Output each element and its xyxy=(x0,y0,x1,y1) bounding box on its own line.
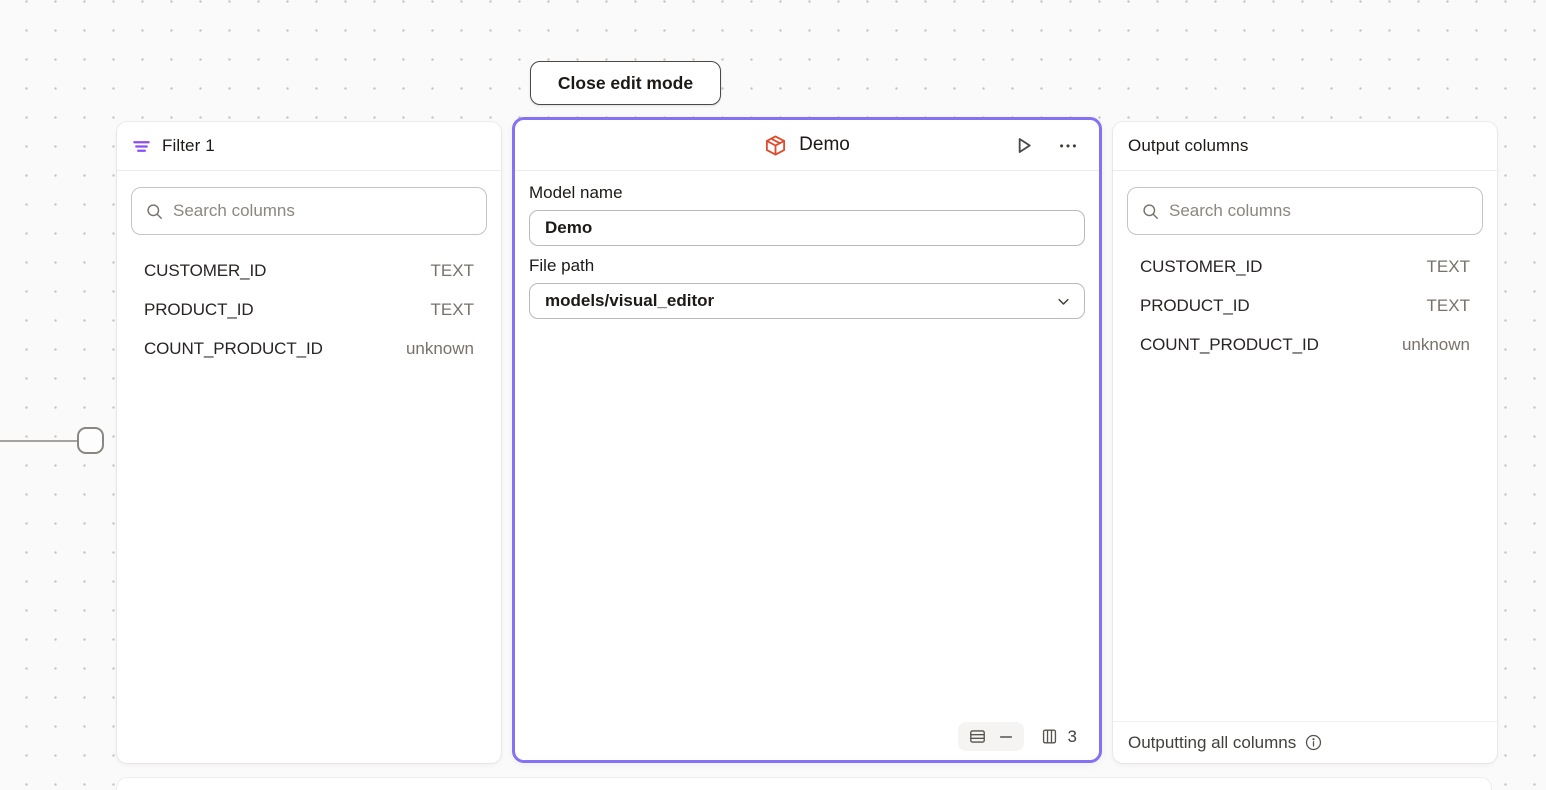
filter-icon xyxy=(132,137,151,156)
column-name: PRODUCT_ID xyxy=(1140,295,1250,315)
output-panel-title: Output columns xyxy=(1128,136,1249,155)
column-type: TEXT xyxy=(430,299,474,319)
partial-bottom-panel[interactable] xyxy=(117,778,1491,790)
output-search-input[interactable] xyxy=(1169,201,1469,221)
run-model-button[interactable] xyxy=(1010,132,1037,159)
column-name: COUNT_PRODUCT_ID xyxy=(1140,334,1319,354)
minus-icon xyxy=(999,735,1012,738)
column-count-indicator[interactable]: 3 xyxy=(1040,727,1077,747)
search-icon xyxy=(1141,202,1160,221)
play-icon xyxy=(1018,137,1031,153)
filter-column-list: CUSTOMER_ID TEXT PRODUCT_ID TEXT COUNT_P… xyxy=(117,251,501,368)
model-panel-header[interactable]: Demo xyxy=(515,120,1099,171)
column-type: unknown xyxy=(1401,334,1470,354)
filter-search-box[interactable] xyxy=(131,187,487,235)
output-footer: Outputting all columns xyxy=(1113,721,1497,763)
filter-panel-header[interactable]: Filter 1 xyxy=(117,122,501,171)
model-node-panel[interactable]: Demo Model name File path models/vi xyxy=(512,117,1102,763)
file-path-select[interactable]: models/visual_editor xyxy=(529,283,1085,319)
column-type: TEXT xyxy=(1426,295,1470,315)
column-name: CUSTOMER_ID xyxy=(1140,256,1263,276)
connector-handle[interactable] xyxy=(77,427,104,454)
connector-line xyxy=(0,440,78,442)
file-path-value: models/visual_editor xyxy=(545,291,715,310)
close-edit-mode-button[interactable]: Close edit mode xyxy=(530,61,721,105)
columns-icon xyxy=(1042,729,1056,744)
info-icon[interactable] xyxy=(1304,733,1323,752)
model-panel-title: Demo xyxy=(799,134,850,155)
file-path-label: File path xyxy=(529,256,595,275)
column-type: unknown xyxy=(405,338,474,358)
column-row[interactable]: PRODUCT_ID TEXT xyxy=(1113,286,1497,325)
column-row[interactable]: CUSTOMER_ID TEXT xyxy=(1113,247,1497,286)
output-panel-header[interactable]: Output columns xyxy=(1113,122,1497,171)
search-icon xyxy=(145,202,164,221)
column-row[interactable]: CUSTOMER_ID TEXT xyxy=(117,251,501,290)
cube-icon xyxy=(764,134,787,157)
column-name: CUSTOMER_ID xyxy=(144,260,267,280)
column-type: TEXT xyxy=(430,260,474,280)
more-options-button[interactable] xyxy=(1055,132,1081,158)
column-row[interactable]: PRODUCT_ID TEXT xyxy=(117,290,501,329)
chevron-down-icon xyxy=(1058,298,1069,305)
model-name-input[interactable] xyxy=(529,210,1085,246)
column-row[interactable]: COUNT_PRODUCT_ID unknown xyxy=(1113,325,1497,364)
output-columns-panel[interactable]: Output columns CUSTOMER_ID TEXT PRODUCT_… xyxy=(1113,122,1497,763)
ellipsis-icon xyxy=(1060,144,1076,148)
output-column-list: CUSTOMER_ID TEXT PRODUCT_ID TEXT COUNT_P… xyxy=(1113,247,1497,364)
output-search-box[interactable] xyxy=(1127,187,1483,235)
row-count-indicator[interactable] xyxy=(957,722,1024,751)
column-row[interactable]: COUNT_PRODUCT_ID unknown xyxy=(117,329,501,368)
output-footer-text: Outputting all columns xyxy=(1128,732,1297,752)
filter-panel-title: Filter 1 xyxy=(162,136,215,155)
column-type: TEXT xyxy=(1426,256,1470,276)
column-name: PRODUCT_ID xyxy=(144,299,254,319)
column-count-value: 3 xyxy=(1067,726,1077,746)
filter-node-panel[interactable]: Filter 1 CUSTOMER_ID TEXT PRODUCT_ID TEX… xyxy=(117,122,501,763)
filter-search-input[interactable] xyxy=(173,201,473,221)
column-name: COUNT_PRODUCT_ID xyxy=(144,338,323,358)
rows-icon xyxy=(969,730,985,743)
model-name-label: Model name xyxy=(529,183,623,202)
